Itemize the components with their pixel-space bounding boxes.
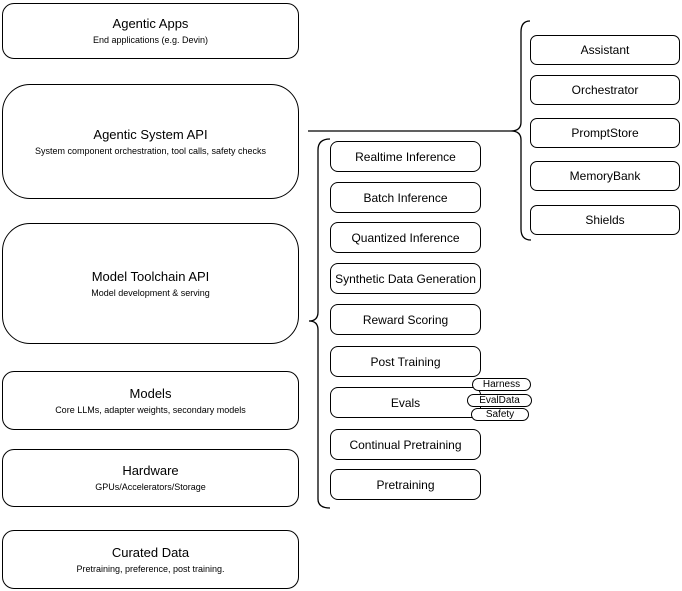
node-title: Agentic System API (93, 126, 208, 142)
tag-harness: Harness (472, 378, 531, 391)
node-continual-pretraining: Continual Pretraining (330, 429, 481, 460)
node-title: Hardware (122, 463, 179, 478)
node-subtitle: Model development & serving (91, 287, 210, 298)
tag-evaldata: EvalData (467, 394, 532, 407)
node-label: Synthetic Data Generation (335, 271, 476, 286)
node-subtitle: GPUs/Accelerators/Storage (95, 482, 206, 492)
node-label: Batch Inference (363, 190, 448, 205)
node-label: Realtime Inference (355, 149, 456, 164)
node-subtitle: Core LLMs, adapter weights, secondary mo… (55, 404, 246, 415)
node-memorybank: MemoryBank (530, 161, 680, 191)
node-label: Reward Scoring (362, 312, 449, 327)
node-label: Pretraining (376, 477, 435, 492)
tag-label: Safety (485, 408, 515, 420)
node-label: MemoryBank (569, 169, 641, 183)
node-label: Evals (390, 395, 421, 410)
node-label: Post Training (370, 354, 441, 369)
node-label: Assistant (580, 43, 630, 57)
node-label: Shields (585, 213, 625, 227)
node-post-training: Post Training (330, 346, 481, 377)
node-title: Models (129, 385, 172, 401)
node-subtitle: System component orchestration, tool cal… (34, 145, 267, 156)
node-subtitle: Pretraining, preference, post training. (76, 563, 225, 574)
system-components-brace (510, 20, 532, 241)
node-synthetic-data-generation: Synthetic Data Generation (330, 263, 481, 294)
node-realtime-inference: Realtime Inference (330, 141, 481, 172)
tag-safety: Safety (471, 408, 529, 421)
node-label: Continual Pretraining (349, 437, 462, 452)
tag-label: EvalData (479, 394, 520, 406)
node-agentic-apps: Agentic Apps End applications (e.g. Devi… (2, 3, 299, 59)
toolchain-components-brace (308, 138, 331, 509)
node-quantized-inference: Quantized Inference (330, 222, 481, 253)
node-agentic-system-api: Agentic System API System component orch… (2, 84, 299, 199)
node-label: Quantized Inference (351, 230, 460, 245)
node-label: Orchestrator (571, 83, 639, 97)
node-hardware: Hardware GPUs/Accelerators/Storage (2, 449, 299, 507)
node-curated-data: Curated Data Pretraining, preference, po… (2, 530, 299, 589)
node-title: Agentic Apps (112, 16, 189, 31)
node-promptstore: PromptStore (530, 118, 680, 148)
node-pretraining: Pretraining (330, 469, 481, 500)
node-reward-scoring: Reward Scoring (330, 304, 481, 335)
node-shields: Shields (530, 205, 680, 235)
node-assistant: Assistant (530, 35, 680, 65)
node-model-toolchain-api: Model Toolchain API Model development & … (2, 223, 299, 344)
node-evals: Evals (330, 387, 481, 418)
node-title: Model Toolchain API (91, 268, 210, 284)
node-orchestrator: Orchestrator (530, 75, 680, 105)
node-label: PromptStore (571, 126, 639, 140)
node-title: Curated Data (111, 544, 190, 560)
node-subtitle: End applications (e.g. Devin) (92, 35, 209, 45)
tag-label: Harness (482, 378, 521, 390)
node-batch-inference: Batch Inference (330, 182, 481, 213)
node-models: Models Core LLMs, adapter weights, secon… (2, 371, 299, 430)
